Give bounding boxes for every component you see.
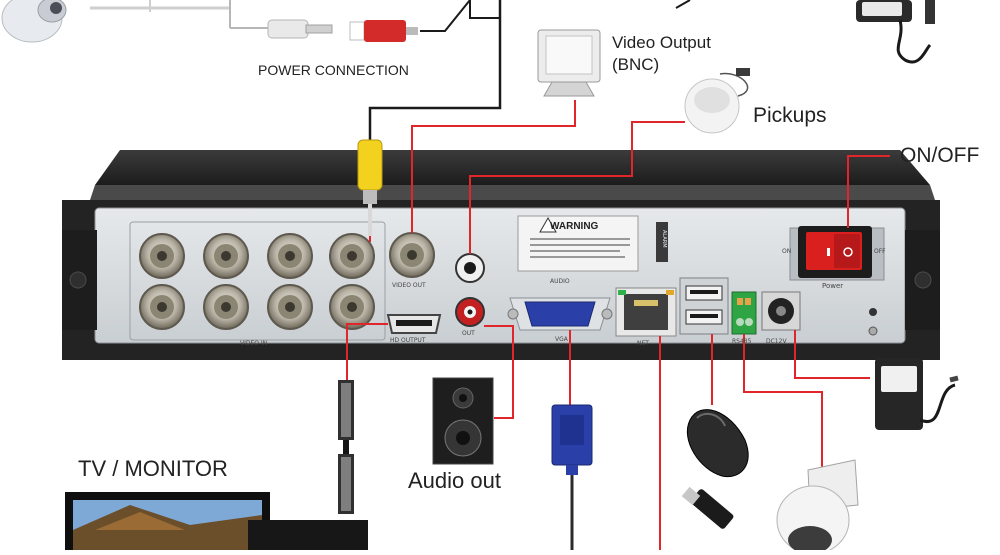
panel-vga-text: VGA (555, 336, 568, 343)
panel-hd-output-text: HD OUTPUT (390, 337, 426, 344)
panel-video-in-text: VIDEO IN (240, 340, 268, 347)
vga-plug (551, 404, 593, 550)
panel-power-text: Power (822, 282, 844, 290)
led-indicator (869, 308, 877, 316)
panel-audio-text: AUDIO (550, 278, 570, 285)
video-output-label: Video Output (612, 33, 711, 52)
bnc-video-in-6[interactable] (203, 284, 249, 330)
tv-monitor-icon (65, 492, 368, 550)
usb-ports[interactable] (679, 277, 729, 335)
alarm-label (656, 222, 668, 262)
video-out-port[interactable] (389, 232, 435, 278)
warning-label (517, 215, 639, 272)
audio-out-label: Audio out (408, 468, 501, 493)
bnc-video-in-8[interactable] (329, 284, 375, 330)
panel-video-out-text: VIDEO OUT (392, 282, 426, 289)
audio-in-rca[interactable] (455, 253, 485, 283)
hdmi-port[interactable] (386, 314, 442, 334)
bnc-video-in-5[interactable] (139, 284, 185, 330)
power-switch[interactable] (789, 226, 885, 281)
panel-net-text: NET (637, 340, 649, 347)
bnc-video-in-4[interactable] (329, 233, 375, 279)
hdmi-cable (338, 380, 354, 514)
panel-out-text: OUT (462, 330, 475, 337)
dc12v-port[interactable] (761, 291, 801, 331)
video-output-bnc-label: (BNC) (612, 55, 660, 74)
power-adapter-icon (856, 0, 935, 64)
usb-stick-icon (681, 486, 734, 529)
ptz-camera-icon (776, 459, 859, 555)
panel-on-text: ON (782, 248, 792, 255)
power-cable (90, 0, 501, 42)
panel-alarm-text: ALARM (661, 230, 667, 248)
bnc-video-in-7[interactable] (267, 284, 313, 330)
panel-warning-text: WARNING (550, 221, 599, 232)
rs485-terminal[interactable] (731, 291, 757, 335)
on-off-label: ON/OFF (900, 144, 980, 167)
ground-screw (868, 326, 878, 336)
power-connection-label: POWER CONNECTION (258, 62, 409, 78)
panel-off-text: OFF (874, 248, 886, 255)
speaker-icon (432, 377, 494, 465)
power-adapter-icon (875, 358, 959, 430)
connector-lines (346, 100, 890, 550)
pickup-microphone-icon (684, 68, 750, 134)
bnc-video-in-2[interactable] (203, 233, 249, 279)
ethernet-port[interactable] (615, 287, 677, 337)
main-cable-black (368, 0, 691, 140)
mouse-icon (686, 409, 749, 478)
camera-icon (1, 0, 67, 43)
panel-dc12v-text: DC12V (766, 338, 787, 345)
yellow-rca-plug (357, 139, 383, 236)
panel-rs485-text: RS485 (732, 338, 752, 345)
pickups-label: Pickups (753, 104, 827, 127)
tv-monitor-label: TV / MONITOR (78, 456, 228, 481)
bnc-video-in-1[interactable] (139, 233, 185, 279)
monitor-icon (537, 29, 601, 97)
video-in-ports[interactable] (129, 221, 386, 341)
vga-port[interactable] (507, 297, 613, 331)
audio-out-rca[interactable] (455, 297, 485, 327)
bnc-video-in-3[interactable] (267, 233, 313, 279)
